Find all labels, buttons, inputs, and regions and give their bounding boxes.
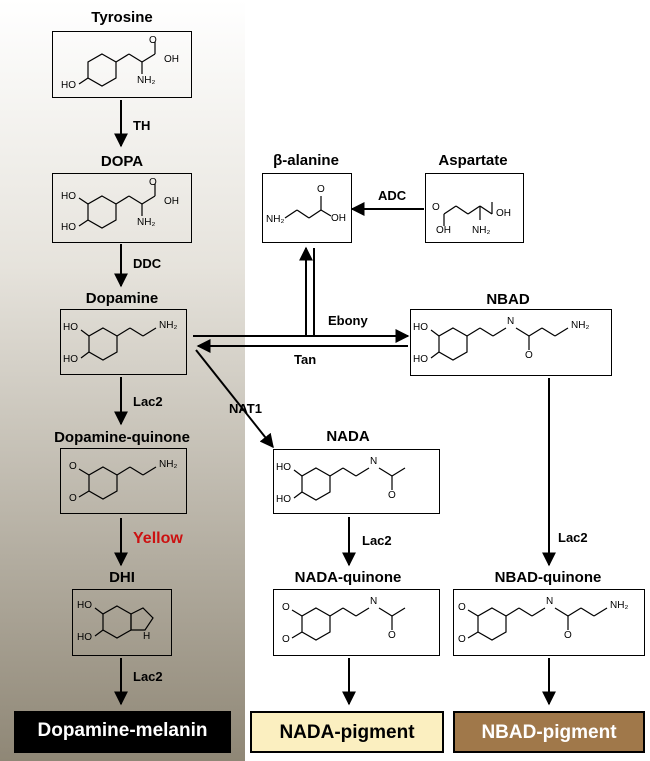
aspartate-oh-1: OH xyxy=(436,225,451,236)
nada-o: O xyxy=(388,490,396,501)
dopa-o: O xyxy=(149,177,157,188)
nbad-quinone-molecule-icon xyxy=(467,607,608,641)
dhi-ho-2: HO xyxy=(77,632,92,643)
tyrosine-label: Tyrosine xyxy=(91,9,153,26)
nada-ho-1: HO xyxy=(276,462,291,473)
enzyme-lac2-left2: Lac2 xyxy=(133,669,163,684)
nbadq-o-1: O xyxy=(458,602,466,613)
nbadq-o: O xyxy=(564,630,572,641)
nbad-molecule-icon xyxy=(430,327,569,361)
nbad-ho-1: HO xyxy=(413,322,428,333)
tyrosine-structure: HO OH O NH₂ xyxy=(52,31,192,98)
beta-alanine-structure: NH₂ O OH xyxy=(262,173,352,243)
dhi-structure: HO HO H xyxy=(72,589,172,656)
dopamine-nh2: NH₂ xyxy=(159,320,178,331)
nada-quinone-molecule-icon xyxy=(291,607,406,641)
dopa-nh2: NH₂ xyxy=(137,217,156,228)
tyrosine-o: O xyxy=(149,35,157,46)
nbadq-o-2: O xyxy=(458,634,466,645)
dopa-ho-1: HO xyxy=(61,191,76,202)
nbadq-n: N xyxy=(546,596,554,607)
nadaq-n: N xyxy=(370,596,378,607)
dopamine-quinone-molecule-icon xyxy=(78,466,157,500)
enzyme-ddc: DDC xyxy=(133,256,162,271)
enzyme-lac2-left1: Lac2 xyxy=(133,394,163,409)
nada-label: NADA xyxy=(326,428,370,445)
aspartate-nh2: NH₂ xyxy=(472,225,491,236)
dhi-nh: H xyxy=(143,631,151,642)
dopamine-melanin-label: Dopamine-melanin xyxy=(37,720,208,741)
nada-structure: HO HO N O xyxy=(273,449,440,514)
tyrosine-oh: OH xyxy=(164,54,179,65)
tyrosine-molecule-icon xyxy=(78,42,156,87)
nbad-quinone-structure: O O N O NH₂ xyxy=(453,589,645,656)
enzyme-th: TH xyxy=(133,118,151,133)
aspartate-oh-2: OH xyxy=(496,208,511,219)
beta-alanine-molecule-icon xyxy=(284,196,332,219)
enzyme-lac2-nada: Lac2 xyxy=(362,533,392,548)
nadaq-o: O xyxy=(388,630,396,641)
beta-alanine-nh2: NH₂ xyxy=(266,214,285,225)
nada-molecule-icon xyxy=(293,467,406,501)
dopa-molecule-icon xyxy=(78,184,156,229)
dhi-ho-1: HO xyxy=(77,600,92,611)
enzyme-lac2-nbad: Lac2 xyxy=(558,530,588,545)
nbad-pigment-label: NBAD-pigment xyxy=(481,722,617,743)
aspartate-label: Aspartate xyxy=(438,152,508,169)
nada-n: N xyxy=(370,456,378,467)
dq-nh2: NH₂ xyxy=(159,459,178,470)
enzyme-nat1: NAT1 xyxy=(229,401,262,416)
dopa-label: DOPA xyxy=(100,153,144,170)
dopamine-label: Dopamine xyxy=(85,290,159,307)
beta-alanine-oh: OH xyxy=(331,213,346,224)
nada-pigment-box: NADA-pigment xyxy=(250,711,444,753)
arrow-nat1 xyxy=(195,349,274,449)
dopamine-ho-2: HO xyxy=(63,354,78,365)
nada-quinone-structure: O O N O xyxy=(273,589,440,656)
dq-o-1: O xyxy=(69,461,77,472)
nbad-quinone-label: NBAD-quinone xyxy=(494,569,602,586)
nada-ho-2: HO xyxy=(276,494,291,505)
dq-o-2: O xyxy=(69,493,77,504)
beta-alanine-o: O xyxy=(317,184,325,195)
dopamine-quinone-label: Dopamine-quinone xyxy=(54,429,190,446)
dopamine-molecule-icon xyxy=(80,327,157,361)
enzyme-adc: ADC xyxy=(378,188,407,203)
nbad-structure: HO HO N O NH₂ xyxy=(410,309,612,376)
dopa-structure: HO HO OH O NH₂ xyxy=(52,173,192,243)
nbad-nh2: NH₂ xyxy=(571,320,590,331)
nada-pigment-label: NADA-pigment xyxy=(279,722,415,743)
nada-quinone-label: NADA-quinone xyxy=(294,569,402,586)
dopamine-quinone-structure: O O NH₂ xyxy=(60,448,187,514)
dhi-label: DHI xyxy=(109,569,135,586)
nbadq-nh2: NH₂ xyxy=(610,600,629,611)
dopa-ho-2: HO xyxy=(61,222,76,233)
beta-alanine-label: β-alanine xyxy=(273,152,339,169)
enzyme-tan: Tan xyxy=(294,352,317,367)
nadaq-o-2: O xyxy=(282,634,290,645)
nbad-pigment-box: NBAD-pigment xyxy=(453,711,645,753)
dopamine-ho-1: HO xyxy=(63,322,78,333)
aspartate-o: O xyxy=(432,202,440,213)
aspartate-structure: O OH OH NH₂ xyxy=(425,173,524,243)
nbad-n: N xyxy=(507,316,515,327)
tyrosine-ho: HO xyxy=(61,80,76,91)
dopamine-structure: HO HO NH₂ xyxy=(60,309,187,375)
enzyme-ebony: Ebony xyxy=(328,313,368,328)
dhi-molecule-icon xyxy=(94,605,154,639)
aspartate-molecule-icon xyxy=(443,202,493,226)
dopamine-melanin-box: Dopamine-melanin xyxy=(14,711,231,753)
nbad-o: O xyxy=(525,350,533,361)
enzyme-yellow: Yellow xyxy=(133,530,183,547)
nadaq-o-1: O xyxy=(282,602,290,613)
dopa-oh: OH xyxy=(164,196,179,207)
nbad-ho-2: HO xyxy=(413,354,428,365)
tyrosine-nh2: NH₂ xyxy=(137,75,156,86)
nbad-label: NBAD xyxy=(486,291,530,308)
